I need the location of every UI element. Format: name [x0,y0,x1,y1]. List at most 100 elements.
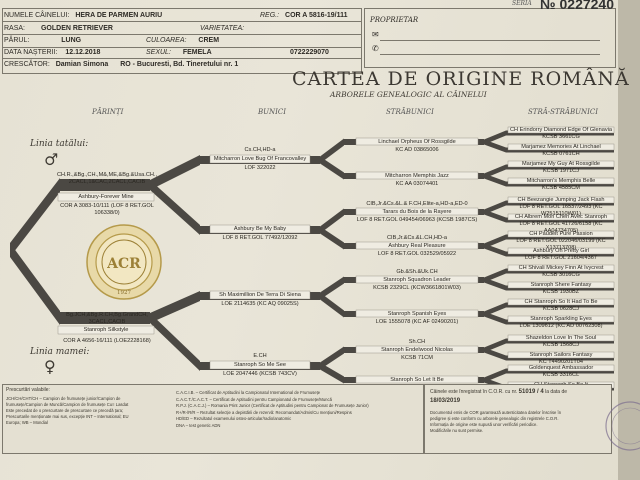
breeder-phone: 0722229070 [290,49,329,56]
great-great-ribbon [507,230,615,238]
notice-line: Informația de origine este supusă unor v… [430,422,538,427]
col-great-great: STRĂ-STRĂBUNICI [528,108,598,116]
tree-branch [150,291,200,323]
reg-line: Câinele este înregistrat în C.O.R. cu nr… [430,389,568,395]
mail-icon: ✉ [372,30,379,39]
breeder-label: CRESCĂTOR: [4,61,50,68]
great-ribbon [355,241,479,250]
dog-info-box [2,8,362,74]
cor-date-label: la data de [545,389,568,395]
grandparent-reg: LOE 2047446 (KCSB 743CV) [223,371,297,377]
serial-number: № 0227240 [540,0,614,12]
breed-label: RASA: [4,25,26,32]
great-great-name: Marjamez My Guy At Rossgilde [521,161,601,167]
notice-line: pedigree și este conform cu arborele gen… [430,416,559,421]
cor-reg-label: Câinele este înregistrat în C.O.R. cu nr… [430,389,518,395]
great-great-reg: KCSB 1971CJ [542,168,580,174]
abbrev-line: DNA – test genetic ADN [176,422,221,428]
tree-branch [10,243,60,325]
tree-branch [60,179,150,191]
great-great-name: Ashbury Oh Pretty Girl [533,248,589,254]
abbrev-line: Prescurtarile menționate mai sus, excepț… [6,414,129,419]
grandparent-ribbon [209,290,311,300]
abbrev-line: C.A.C.T./C.A.C.T. – Certificat de Aptitu… [176,396,332,402]
tree-branch [320,362,344,384]
reg-label: REG.: [260,12,280,19]
tree-branch [484,338,506,353]
grandparent-name: Ashbury Be My Baby [233,226,287,232]
dam-titles: Bg.JCH,&Bg.R.CH,Bg.GrandCH, 3CACL,CACIB [66,312,148,325]
cor-association-logo: ACR 1927 [86,224,162,300]
breeder-value: Damian Simona [55,61,109,68]
abbrev-title: Prescurtări valabile: [6,387,50,393]
great-great-name: CH Beezangie Jumping Jack Flash [517,197,605,203]
great-great-name: Stanroph Shere Fantasy [530,282,592,288]
great-ribbon [355,375,479,384]
tree-branch [150,313,200,371]
tree-branch [320,138,344,164]
great-great-name: Stanroph Sailors Fantasy [529,352,593,358]
grandparent-ribbon [209,360,311,370]
great-name: Ashbury Real Pleasure [388,243,446,249]
cor-reg-date: 18/03/2019 [430,398,461,404]
page-edge [618,0,640,480]
sex-label: SEXUL: [146,49,171,56]
coat-value: LUNG [61,37,82,44]
tree-branch [320,156,344,180]
great-great-ribbon [507,177,615,185]
variety-label: VARIETATEA: [200,25,245,32]
great-great-name: Mitcharron's Memphis Belle [526,178,596,184]
tree-branch [484,139,506,153]
dam-line-label: Linia mamei: [30,347,90,357]
great-great-ribbon [507,160,615,168]
great-great-name: CH Erindorry Diamond Edge Of Glenavia [510,127,612,133]
great-name: Stanroph Squadron Leader [383,277,451,283]
grandparent-name: Stanroph So Me See [234,362,286,368]
dam-ribbon [57,325,155,335]
great-great-reg: LOF 8 RET.GOL 41726/6158 (KC AA04734705) [519,221,603,234]
grandparent-ribbon [209,224,311,234]
dam-reg: COR A 4656-16/111 (LOE2228168) [63,338,151,344]
grandparent-name: Mitcharron Love Bug Of Francovalley [213,156,307,162]
abbrev-line: frumusețe/Campion de Muncă/Campion de fr… [6,402,129,407]
tree-branch [484,243,506,257]
registration-box [424,384,612,454]
great-great-name: Stanroph Sparkling Eyes [530,316,592,322]
abbrev-line: C.A.C.I.B. – Certificat de Aptitudini la… [176,390,321,395]
tree-branch [320,226,344,250]
great-great-ribbon [507,264,615,272]
grandparent-titles: E.CH [253,353,267,359]
great-great-reg: LOF 8 RET.GOL 16537/2493 (KC W2515110W01… [519,204,603,217]
sire-ribbon [57,192,155,202]
great-ribbon [355,275,479,284]
great-great-ribbon [507,126,615,134]
tree-branch [484,268,506,283]
great-great-reg: KCSB 3661CG [542,134,580,140]
color-value: CREM [198,37,220,44]
great-great-ribbon [507,143,615,151]
abbrev-line: Este precedat de o prescurtare de prescu… [6,408,124,413]
great-name: Stanroph So Let It Be [390,377,444,383]
great-great-name: CH Paudelt Pure Passion [529,231,593,237]
color-label: CULOAREA: [146,37,187,44]
grandparent-reg: LOF 8 RET.GOL 77492/12092 [222,235,298,241]
great-great-name: Marjamez Memories At Linchael [521,144,601,150]
great-great-name: Goldenquest Ambassador [528,365,594,371]
great-great-ribbon [507,364,615,372]
breed-value: GOLDEN RETRIEVER [40,25,113,32]
great-great-ribbon [507,281,615,289]
great-great-name: CH Shivali Mickey Finn At Ivycrest [518,265,604,271]
great-great-name: CH Albrem Mon Cheri Avec Stanroph [514,214,608,220]
great-great-ribbon [507,315,615,323]
svg-text:1927: 1927 [117,290,131,296]
great-great-ribbon [507,298,615,306]
great-name: Stanroph Spanish Eyes [387,311,447,317]
great-great-name: CH Stanroph So It Had To Be [524,299,598,305]
great-titles: CIB,Jr.&Cs.&L.CH,HD-a [387,235,447,241]
great-great-reg: KCSB 0761CH [542,151,580,157]
sex-value: FEMELA [182,49,212,56]
great-reg: LOF 8 RET.GOL 032529/05922 [377,251,457,257]
tree-branch [484,347,506,361]
great-great-reg: KC T4490201T04 [538,359,584,365]
